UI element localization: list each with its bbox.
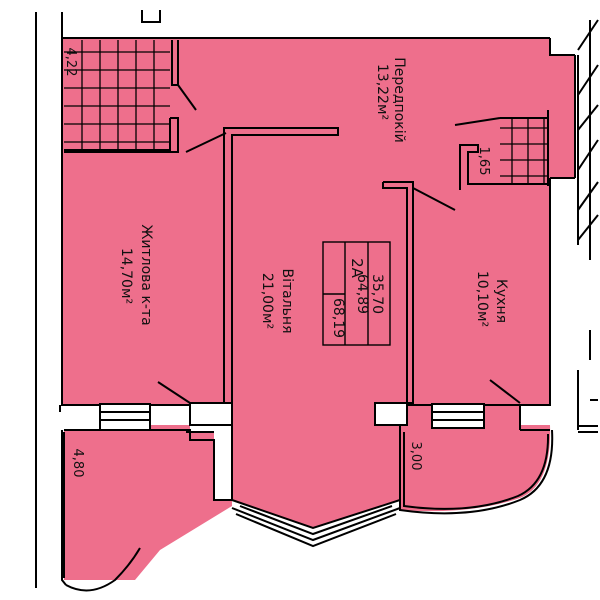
hall-area: 13,22м² xyxy=(374,64,390,120)
bathroom-wall xyxy=(171,40,179,86)
wc-tiles xyxy=(500,118,548,184)
kitchen-area: 10,10м² xyxy=(474,271,490,327)
apartment-info-table xyxy=(322,241,391,346)
apartment-area-with-balconies: 68,19 xyxy=(330,298,346,338)
left-balcony-floor xyxy=(64,425,232,580)
living-balcony-pillar-right xyxy=(374,402,408,426)
bedroom-area: 14,70м² xyxy=(118,248,134,304)
apartment-code: 2А xyxy=(348,258,366,279)
left-balcony-area: 4,80 xyxy=(70,449,85,478)
living-name: Вітальня xyxy=(279,268,295,333)
top-notch xyxy=(141,10,161,23)
living-balcony-pillar-left xyxy=(189,402,233,426)
left-balcony-door xyxy=(99,403,151,431)
apartment-total-area: 64,89 xyxy=(354,274,370,314)
bathroom-area: 4,22 xyxy=(63,48,78,77)
wc-area: 1,65 xyxy=(476,147,491,176)
hall-name: Передпокій xyxy=(391,57,407,142)
apartment-living-area: 35,70 xyxy=(369,274,385,314)
right-balcony-wall xyxy=(399,428,554,515)
right-balcony-area: 3,00 xyxy=(408,442,423,471)
wc-wall xyxy=(459,144,548,190)
right-exterior-wall xyxy=(520,178,551,406)
right-balcony-floor xyxy=(400,425,551,512)
living-left-partition xyxy=(223,127,339,403)
kitchen-name: Кухня xyxy=(493,279,509,323)
living-area: 21,00м² xyxy=(259,273,275,329)
stair-hints xyxy=(577,19,599,433)
bedroom-name: Житлова к-та xyxy=(138,224,154,325)
walls xyxy=(35,10,599,592)
right-balcony-door xyxy=(431,403,485,429)
bathroom-tiles xyxy=(64,40,170,150)
labels: 2А 35,70 64,89 68,19 Передпокій 13,22м² … xyxy=(63,48,509,478)
left-balcony-wall xyxy=(61,430,67,586)
